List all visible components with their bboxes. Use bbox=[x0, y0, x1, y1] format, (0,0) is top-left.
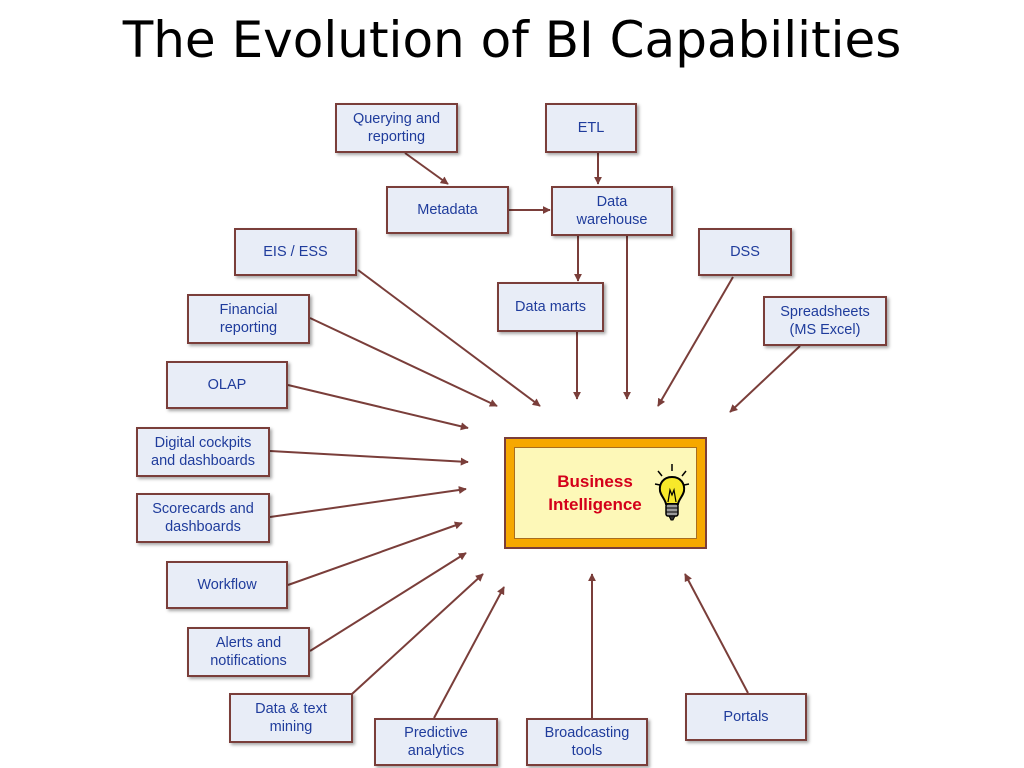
arrow-alerts-to-bi bbox=[309, 552, 467, 652]
arrow-olap-to-bi bbox=[287, 384, 469, 431]
node-predictive-analytics: Predictive analytics bbox=[374, 718, 498, 766]
node-olap: OLAP bbox=[166, 361, 288, 409]
arrow-spreadsheets-to-bi bbox=[729, 345, 801, 413]
node-financial-reporting: Financial reporting bbox=[187, 294, 310, 344]
business-intelligence-inner: Business Intelligence bbox=[514, 447, 697, 539]
node-spreadsheets: Spreadsheets (MS Excel) bbox=[763, 296, 887, 346]
node-data-warehouse: Data warehouse bbox=[551, 186, 673, 236]
node-data-text-mining: Data & text mining bbox=[229, 693, 353, 743]
arrow-scorecards-to-bi bbox=[269, 486, 467, 518]
node-broadcasting-tools: Broadcasting tools bbox=[526, 718, 648, 766]
node-workflow: Workflow bbox=[166, 561, 288, 609]
node-portals: Portals bbox=[685, 693, 807, 741]
node-alerts: Alerts and notifications bbox=[187, 627, 310, 677]
arrow-cockpits-to-bi bbox=[269, 450, 469, 466]
business-intelligence-label: Business Intelligence bbox=[548, 472, 642, 514]
node-data-marts: Data marts bbox=[497, 282, 604, 332]
node-metadata: Metadata bbox=[386, 186, 509, 234]
node-scorecards: Scorecards and dashboards bbox=[136, 493, 270, 543]
node-etl: ETL bbox=[545, 103, 637, 153]
arrow-dss-to-bi bbox=[657, 276, 734, 407]
node-dss: DSS bbox=[698, 228, 792, 276]
node-eis-ess: EIS / ESS bbox=[234, 228, 357, 276]
node-querying-and-reporting: Querying and reporting bbox=[335, 103, 458, 153]
business-intelligence-box: Business Intelligence bbox=[504, 437, 707, 549]
slide-title: The Evolution of BI Capabilities bbox=[122, 11, 902, 69]
arrow-workflow-to-bi bbox=[287, 521, 463, 586]
arrow-querying-to-metadata bbox=[404, 152, 449, 185]
arrow-portals-to-bi bbox=[684, 573, 749, 694]
node-digital-cockpits: Digital cockpits and dashboards bbox=[136, 427, 270, 477]
lightbulb-icon bbox=[654, 464, 690, 521]
arrow-eis-to-bi bbox=[357, 269, 541, 407]
arrow-mining-to-bi bbox=[351, 573, 484, 695]
arrow-financial-to-bi bbox=[309, 317, 498, 407]
arrow-predictive-to-bi bbox=[433, 586, 505, 719]
